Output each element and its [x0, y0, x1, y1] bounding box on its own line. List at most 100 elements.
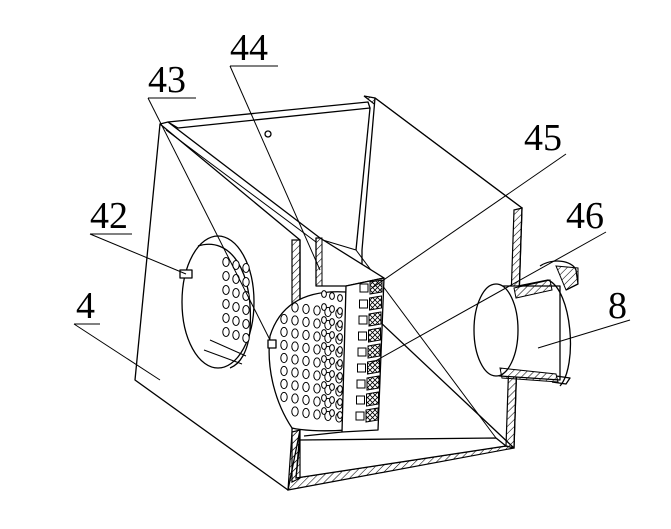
- filter-hole: [321, 394, 327, 402]
- inner-screen: [267, 291, 347, 432]
- screen-hole: [302, 316, 310, 328]
- filter-hole: [337, 294, 343, 302]
- screen-hole: [222, 299, 230, 309]
- screen-hole: [313, 331, 321, 342]
- pipe-bottom-section: [499, 367, 559, 383]
- screen-hole: [280, 326, 288, 338]
- screen-hole: [232, 302, 240, 312]
- clamp-43: [267, 339, 277, 349]
- filter-hole: [329, 305, 335, 313]
- filter-block: [303, 237, 385, 437]
- filter-holes: [321, 290, 343, 419]
- filter-hole: [337, 320, 343, 328]
- filter-cell: [359, 283, 369, 293]
- filter-hole: [337, 398, 343, 406]
- screen-hole: [302, 329, 310, 341]
- screen-hole: [291, 380, 299, 391]
- filter-hole: [329, 331, 335, 339]
- filter-hole: [321, 381, 327, 389]
- filter-hole: [337, 411, 343, 419]
- filter-cell: [356, 379, 366, 389]
- filter-hole: [321, 329, 327, 337]
- filter-left-section: [315, 237, 323, 287]
- screen-hole: [291, 341, 299, 352]
- housing: [134, 95, 523, 491]
- mesh-blocks: [355, 279, 383, 423]
- screen-hole: [242, 319, 250, 329]
- mesh-block: [366, 375, 380, 391]
- filter-hole: [337, 372, 343, 380]
- screen-hole: [232, 316, 240, 326]
- inner-screen-holes: [280, 302, 343, 423]
- label-45: 45: [524, 117, 562, 159]
- filter-cell: [356, 395, 365, 405]
- filter-hole: [337, 385, 343, 393]
- screen-hole: [222, 313, 230, 323]
- screw-icon: [264, 130, 272, 138]
- housing-right-face: [361, 97, 523, 449]
- screen-hole: [291, 302, 299, 313]
- screen-hole: [232, 260, 240, 270]
- filter-hole: [329, 292, 335, 300]
- screen-hole: [313, 396, 321, 407]
- filter-hole: [337, 333, 343, 341]
- mesh-block: [365, 407, 379, 423]
- filter-hole: [321, 368, 327, 376]
- filter-hole: [321, 355, 327, 363]
- mesh-block: [369, 295, 382, 311]
- label-4: 4: [76, 285, 95, 327]
- mesh-block: [366, 391, 379, 407]
- filter-hole: [337, 359, 343, 367]
- screen-hole: [242, 263, 250, 273]
- label-46: 46: [566, 195, 604, 237]
- filter-hole: [329, 396, 335, 404]
- screen-hole: [313, 305, 321, 316]
- screen-hole: [291, 315, 299, 326]
- screen-hole: [313, 409, 321, 420]
- screen-hole: [291, 393, 299, 404]
- filter-cell: [358, 315, 368, 325]
- filter-hole: [321, 290, 327, 298]
- screen-hole: [302, 303, 310, 315]
- screen-hole: [291, 406, 299, 417]
- filter-hole: [337, 346, 343, 354]
- label-8: 8: [608, 285, 627, 327]
- filter-cell: [357, 363, 366, 373]
- filter-hole: [321, 342, 327, 350]
- screen-hole: [222, 257, 230, 267]
- screen-hole: [302, 407, 310, 419]
- screen-hole: [280, 313, 288, 325]
- screen-hole: [302, 355, 310, 367]
- screen-hole: [232, 274, 240, 284]
- filter-hole: [329, 357, 335, 365]
- screen-hole: [222, 271, 230, 281]
- screen-hole: [291, 328, 299, 339]
- screen-hole: [291, 354, 299, 365]
- screen-hole: [313, 318, 321, 329]
- left-screen-holes: [222, 257, 250, 343]
- screen-hole: [280, 365, 288, 377]
- screen-hole: [302, 368, 310, 380]
- filter-cell: [357, 347, 367, 357]
- screen-hole: [232, 330, 240, 340]
- filter-hole: [321, 303, 327, 311]
- screen-hole: [280, 339, 288, 351]
- floor-interior: [295, 437, 507, 479]
- filter-hole: [329, 344, 335, 352]
- screen-hole: [232, 288, 240, 298]
- screen-hole: [280, 391, 288, 403]
- filter-cell: [355, 411, 365, 421]
- filter-cell: [358, 331, 367, 341]
- filter-hole: [329, 409, 335, 417]
- filter-hole: [321, 407, 327, 415]
- outlet-pipe: [473, 260, 579, 387]
- label-42: 42: [90, 195, 128, 237]
- screen-hole: [242, 305, 250, 315]
- pipe-top-section: [513, 279, 553, 299]
- screen-hole: [313, 344, 321, 355]
- filter-hole: [337, 307, 343, 315]
- screen-hole: [280, 378, 288, 390]
- screen-hole: [313, 370, 321, 381]
- mesh-block: [367, 343, 381, 359]
